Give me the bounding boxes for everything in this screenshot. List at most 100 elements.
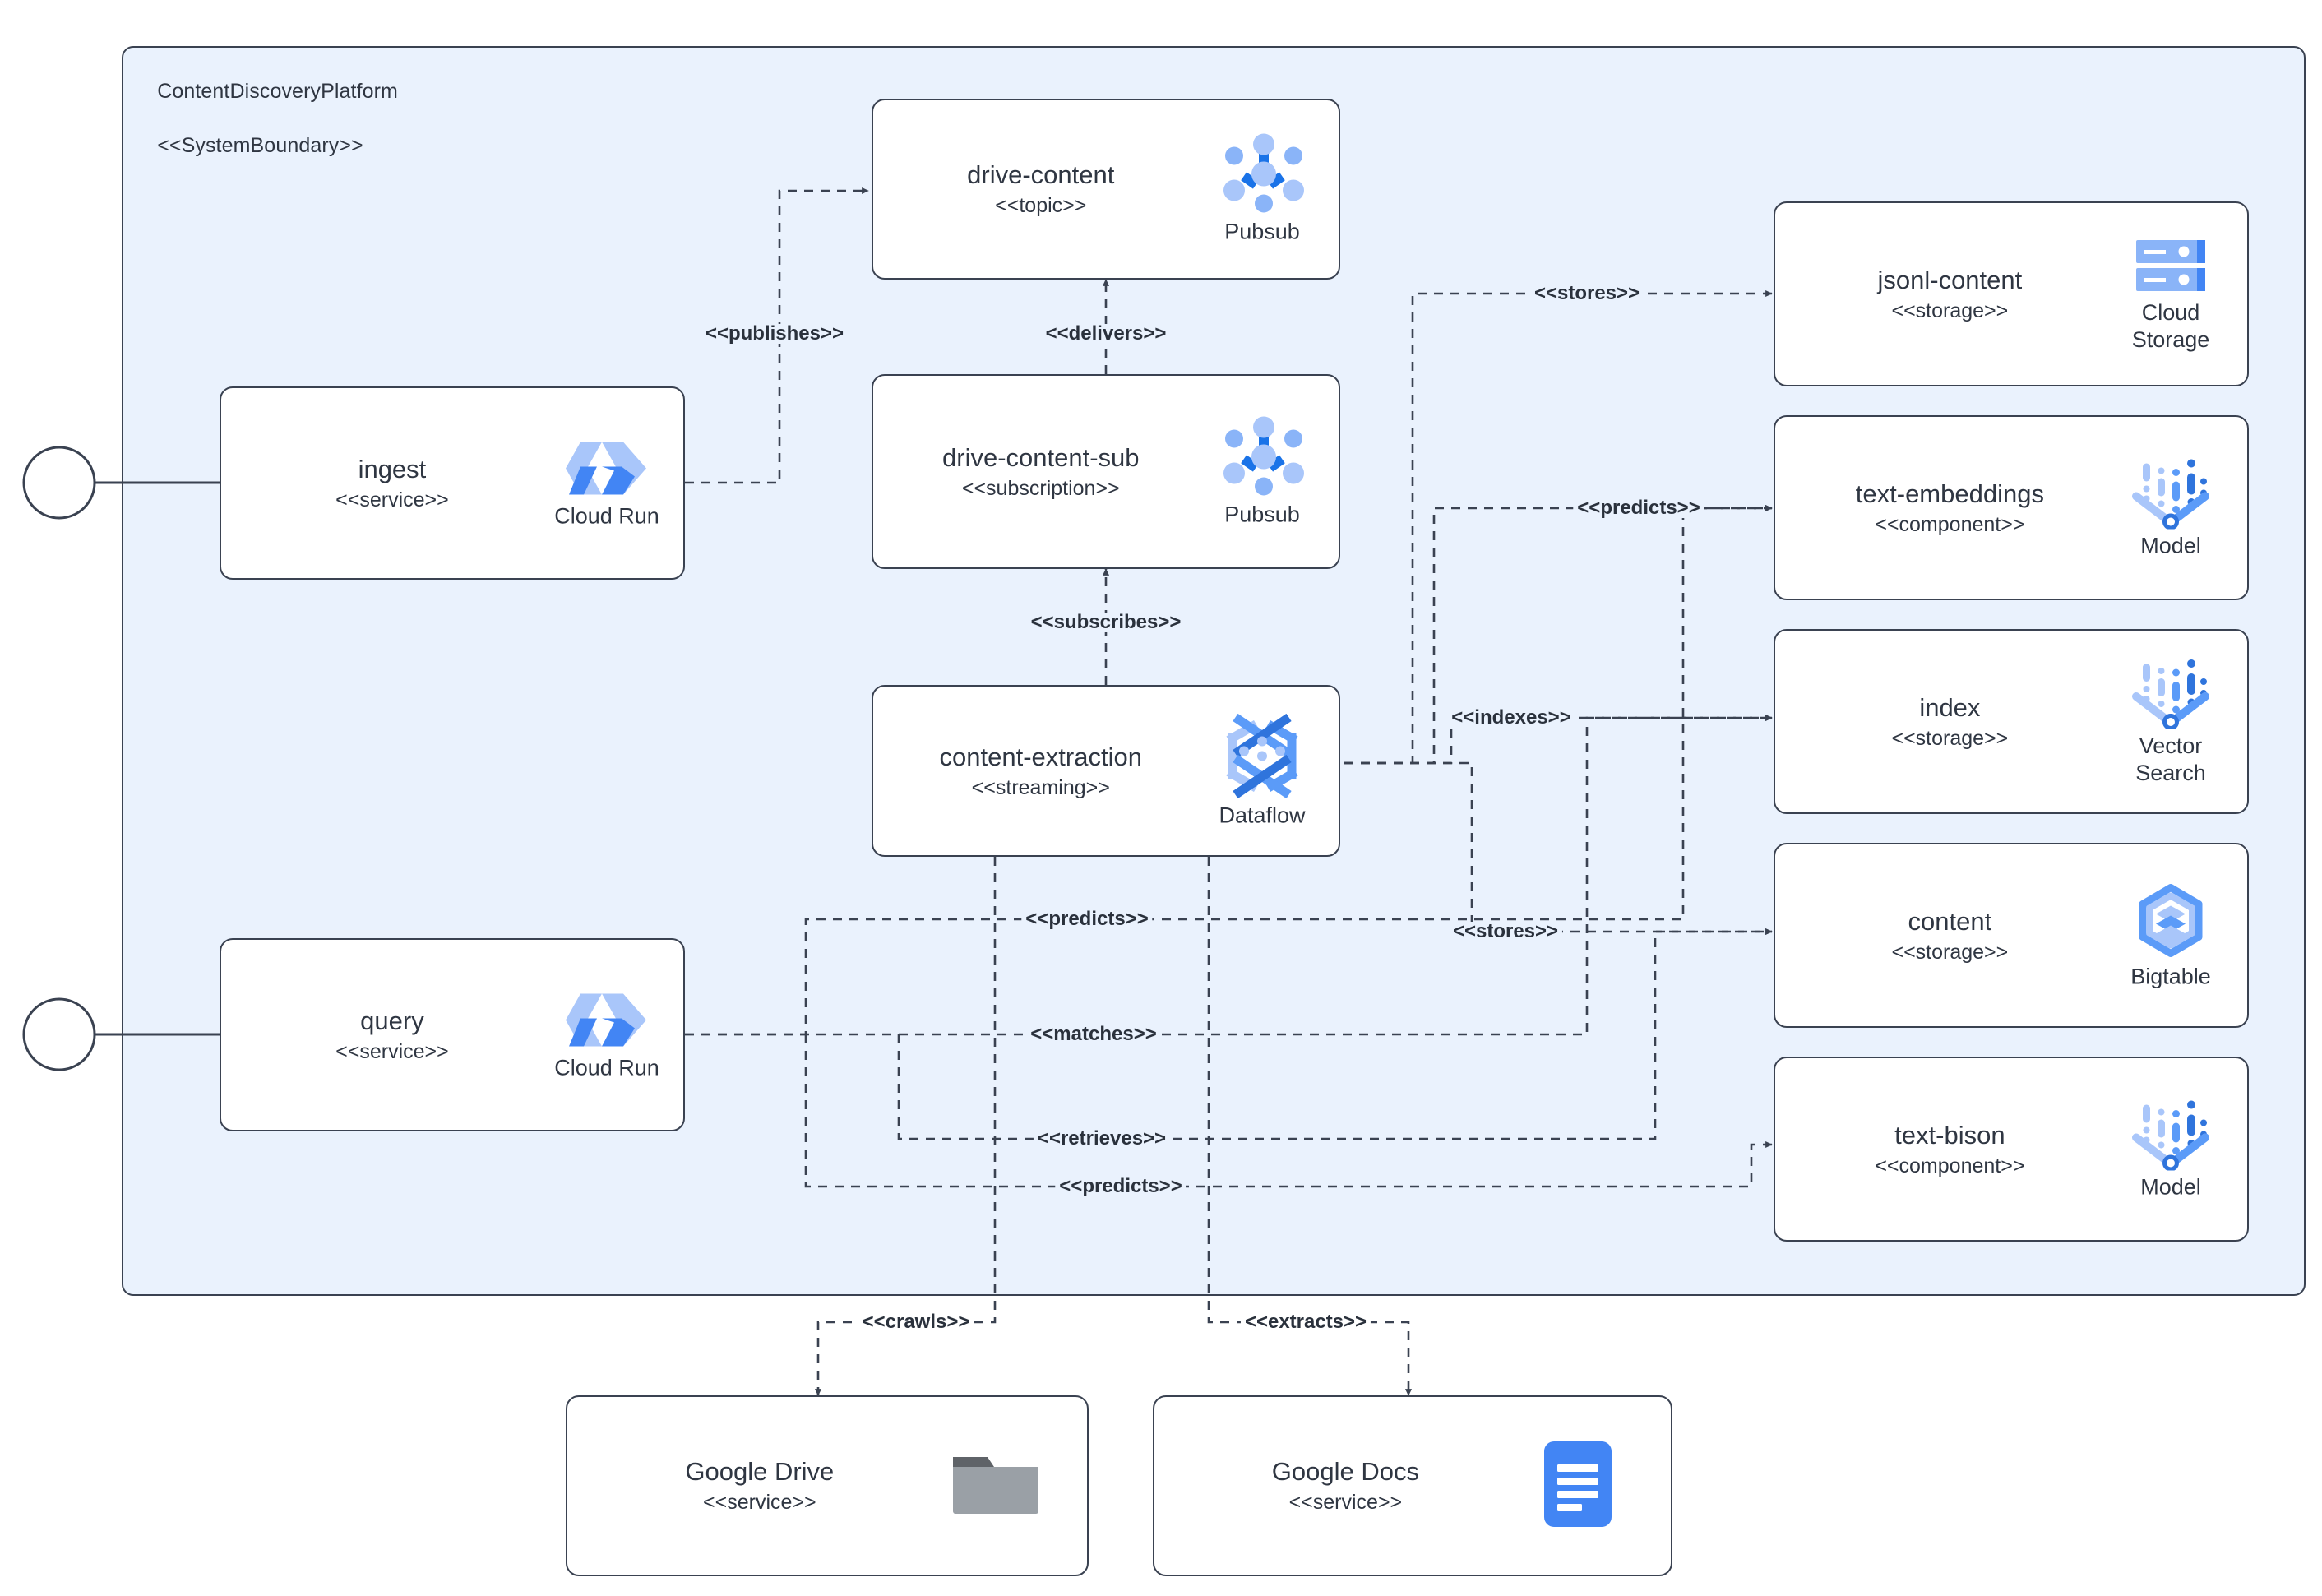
node-google-docs-stereo: <<service>> xyxy=(1288,1491,1403,1514)
node-content-tech-label: Bigtable xyxy=(2130,964,2211,988)
node-text-bison-text: text-bison <<component>> xyxy=(1775,1119,2125,1180)
node-google-docs[interactable]: Google Docs <<service>> xyxy=(1153,1395,1672,1576)
node-drive-content-tech-label: Pubsub xyxy=(1224,219,1300,244)
node-text-embeddings-tech: Model xyxy=(2109,456,2232,559)
node-query-tech: Cloud Run xyxy=(545,988,668,1081)
node-ingest-tech: Cloud Run xyxy=(545,437,668,530)
node-jsonl-content-name: jsonl-content xyxy=(1877,265,2023,294)
edge-label-extracts: <<extracts>> xyxy=(1240,1312,1371,1332)
node-content-extraction-tech: Dataflow xyxy=(1200,713,1324,829)
dataflow-icon xyxy=(1226,713,1298,798)
node-text-bison-name: text-bison xyxy=(1894,1120,2005,1150)
vertex-model-icon xyxy=(2132,1100,2209,1170)
edge-label-retrieves: <<retrieves>> xyxy=(1033,1129,1171,1149)
edge-label-subscribes: <<subscribes>> xyxy=(1026,613,1186,632)
node-index-text: index <<storage>> xyxy=(1775,692,2125,752)
node-google-drive[interactable]: Google Drive <<service>> xyxy=(566,1395,1089,1576)
pubsub-icon xyxy=(1223,133,1304,213)
node-text-embeddings-stereo: <<component>> xyxy=(1875,512,2025,536)
node-content-stereo: <<storage>> xyxy=(1891,940,2009,964)
node-content-extraction-name: content-extraction xyxy=(939,742,1142,771)
cloud-run-icon xyxy=(566,993,646,1046)
node-text-embeddings-text: text-embeddings <<component>> xyxy=(1775,478,2125,539)
node-index-tech: Vector Search xyxy=(2109,657,2232,787)
vertex-model-icon xyxy=(2132,459,2209,529)
edge-label-predicts-embeddings: <<predicts>> xyxy=(1573,498,1704,518)
node-ingest-name: ingest xyxy=(358,454,427,483)
node-content-text: content <<storage>> xyxy=(1775,905,2125,966)
node-index-name: index xyxy=(1919,692,1981,722)
node-content-extraction-text: content-extraction <<streaming>> xyxy=(873,741,1209,802)
node-text-embeddings[interactable]: text-embeddings <<component>> xyxy=(1774,415,2249,600)
node-jsonl-content[interactable]: jsonl-content <<storage>> Cloud Storage xyxy=(1774,201,2249,386)
node-jsonl-content-tech-label: Cloud Storage xyxy=(2131,299,2210,352)
pubsub-icon xyxy=(1223,416,1304,495)
node-jsonl-content-text: jsonl-content <<storage>> xyxy=(1775,264,2125,325)
node-google-drive-name: Google Drive xyxy=(685,1457,835,1486)
node-content[interactable]: content <<storage>> Bigtable xyxy=(1774,843,2249,1028)
node-query-stereo: <<service>> xyxy=(335,1039,449,1063)
edge-label-stores-bigtable: <<stores>> xyxy=(1448,922,1563,941)
node-content-extraction[interactable]: content-extraction <<streaming>> xyxy=(872,685,1340,857)
google-docs-icon xyxy=(1544,1441,1612,1527)
vertex-model-icon xyxy=(2132,659,2209,729)
edge-label-crawls: <<crawls>> xyxy=(858,1312,974,1332)
node-query-name: query xyxy=(360,1006,424,1035)
node-index-tech-label: Vector Search xyxy=(2135,733,2206,785)
node-google-docs-name: Google Docs xyxy=(1271,1457,1419,1486)
node-text-bison[interactable]: text-bison <<component>> xyxy=(1774,1057,2249,1242)
node-text-bison-tech: Model xyxy=(2109,1098,2232,1200)
node-text-embeddings-name: text-embeddings xyxy=(1855,479,2044,508)
cloud-run-icon xyxy=(566,442,646,494)
node-google-drive-stereo: <<service>> xyxy=(703,1491,816,1514)
node-index[interactable]: index <<storage>> xyxy=(1774,629,2249,814)
node-drive-content-sub-tech: Pubsub xyxy=(1200,415,1324,528)
node-drive-content-sub-text: drive-content-sub <<subscription>> xyxy=(873,442,1209,502)
node-content-name: content xyxy=(1908,906,1992,936)
bigtable-icon xyxy=(2139,883,2203,957)
node-drive-content[interactable]: drive-content <<topic>> Pubsub xyxy=(872,99,1340,280)
node-text-bison-tech-label: Model xyxy=(2140,1174,2201,1199)
node-text-embeddings-tech-label: Model xyxy=(2140,533,2201,557)
node-content-tech: Bigtable xyxy=(2109,881,2232,990)
node-ingest-text: ingest <<service>> xyxy=(221,453,563,514)
edge-label-indexes: <<indexes>> xyxy=(1447,708,1575,728)
edge-label-matches: <<matches>> xyxy=(1026,1025,1161,1044)
actor-query xyxy=(22,997,96,1071)
actor-ingest xyxy=(22,446,96,520)
cloud-storage-icon xyxy=(2136,239,2205,291)
node-jsonl-content-tech: Cloud Storage xyxy=(2109,235,2232,354)
node-google-docs-tech xyxy=(1516,1440,1640,1532)
edge-label-publishes: <<publishes>> xyxy=(701,324,849,344)
node-query-tech-label: Cloud Run xyxy=(554,1055,659,1080)
node-drive-content-sub-stereo: <<subscription>> xyxy=(961,476,1120,500)
node-drive-content-tech: Pubsub xyxy=(1200,133,1324,246)
node-google-drive-text: Google Drive <<service>> xyxy=(567,1455,952,1516)
node-ingest-stereo: <<service>> xyxy=(335,488,449,511)
node-query[interactable]: query <<service>> Cloud Run xyxy=(220,938,685,1131)
drive-folder-icon xyxy=(953,1457,1038,1514)
node-content-extraction-stereo: <<streaming>> xyxy=(971,775,1110,799)
node-content-extraction-tech-label: Dataflow xyxy=(1219,803,1306,827)
node-query-text: query <<service>> xyxy=(221,1005,563,1066)
node-drive-content-stereo: <<topic>> xyxy=(995,194,1087,217)
node-drive-content-text: drive-content <<topic>> xyxy=(873,159,1209,220)
edge-label-predicts-query: <<predicts>> xyxy=(1021,909,1153,929)
node-jsonl-content-stereo: <<storage>> xyxy=(1891,298,2009,322)
edge-label-delivers: <<delivers>> xyxy=(1041,324,1171,344)
node-drive-content-name: drive-content xyxy=(967,160,1115,189)
node-ingest-tech-label: Cloud Run xyxy=(554,503,659,528)
node-text-bison-stereo: <<component>> xyxy=(1875,1154,2025,1177)
node-google-drive-tech xyxy=(934,1450,1057,1521)
edge-label-stores-gcs: <<stores>> xyxy=(1529,284,1644,303)
node-drive-content-sub[interactable]: drive-content-sub <<subscription>> Pubsu… xyxy=(872,374,1340,569)
node-ingest[interactable]: ingest <<service>> Cloud Run xyxy=(220,386,685,580)
system-boundary-title: ContentDiscoveryPlatform <<SystemBoundar… xyxy=(134,51,398,187)
edge-label-predicts-bison: <<predicts>> xyxy=(1055,1177,1186,1196)
node-index-stereo: <<storage>> xyxy=(1891,726,2009,750)
node-drive-content-sub-tech-label: Pubsub xyxy=(1224,502,1300,526)
boundary-stereotype: <<SystemBoundary>> xyxy=(157,134,363,157)
boundary-name: ContentDiscoveryPlatform xyxy=(157,80,398,103)
node-drive-content-sub-name: drive-content-sub xyxy=(942,442,1140,472)
